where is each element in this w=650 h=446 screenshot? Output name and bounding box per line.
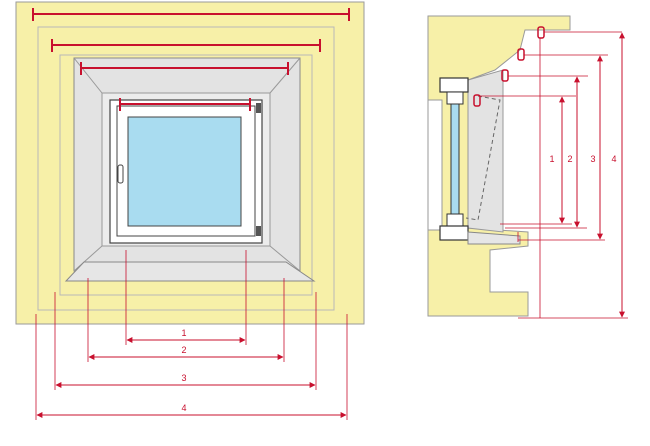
front-dim-4-label: 4: [181, 403, 186, 413]
side-marker-3: [517, 48, 525, 61]
side-sill: [467, 231, 521, 245]
side-marker-2: [501, 69, 509, 82]
front-reveal-outline-mid: [59, 54, 313, 296]
side-glass: [450, 103, 460, 215]
window-sill: [64, 261, 316, 282]
side-dim-2-label: 2: [567, 154, 572, 164]
side-marker-1: [473, 94, 481, 107]
window-glass: [127, 116, 242, 227]
front-view: 1 2 3 4: [15, 1, 365, 420]
hinge-top-icon: [256, 103, 261, 113]
side-dim-1-label: 1: [549, 154, 554, 164]
side-view: 1 2 3 4: [427, 15, 628, 319]
side-frame-bottom: [439, 225, 469, 241]
window-handle-icon: [117, 164, 124, 184]
front-dim-2-label: 2: [181, 345, 186, 355]
side-frame-top: [439, 77, 469, 93]
front-reveal-outline-outer: [37, 26, 335, 311]
hinge-bottom-icon: [256, 226, 261, 236]
front-dim-3-label: 3: [181, 373, 186, 383]
side-dim-4-label: 4: [611, 154, 616, 164]
front-dim-1-label: 1: [181, 328, 186, 338]
side-marker-4: [537, 26, 545, 39]
side-reveal: [467, 69, 504, 233]
side-outer-recess: [427, 99, 443, 231]
side-dim-3-label: 3: [590, 154, 595, 164]
